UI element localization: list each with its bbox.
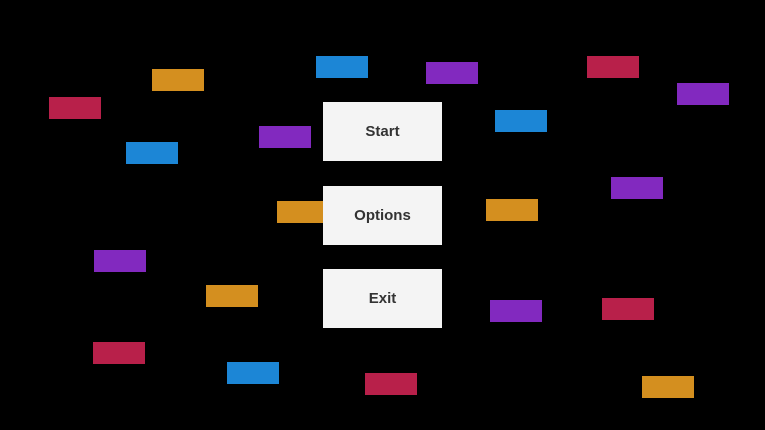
exit-button[interactable]: Exit (323, 269, 442, 328)
background-block-orange (277, 201, 329, 223)
options-button[interactable]: Options (323, 186, 442, 245)
background-block-blue (227, 362, 279, 384)
background-block-red (365, 373, 417, 395)
background-block-purple (259, 126, 311, 148)
start-button[interactable]: Start (323, 102, 442, 161)
background-block-red (602, 298, 654, 320)
background-block-red (93, 342, 145, 364)
background-block-red (49, 97, 101, 119)
background-block-red (587, 56, 639, 78)
background-block-orange (486, 199, 538, 221)
background-block-purple (677, 83, 729, 105)
background-block-purple (94, 250, 146, 272)
background-block-purple (426, 62, 478, 84)
background-block-blue (316, 56, 368, 78)
background-block-purple (611, 177, 663, 199)
background-block-blue (495, 110, 547, 132)
background-block-orange (152, 69, 204, 91)
background-block-orange (206, 285, 258, 307)
background-block-blue (126, 142, 178, 164)
background-block-orange (642, 376, 694, 398)
background-block-purple (490, 300, 542, 322)
